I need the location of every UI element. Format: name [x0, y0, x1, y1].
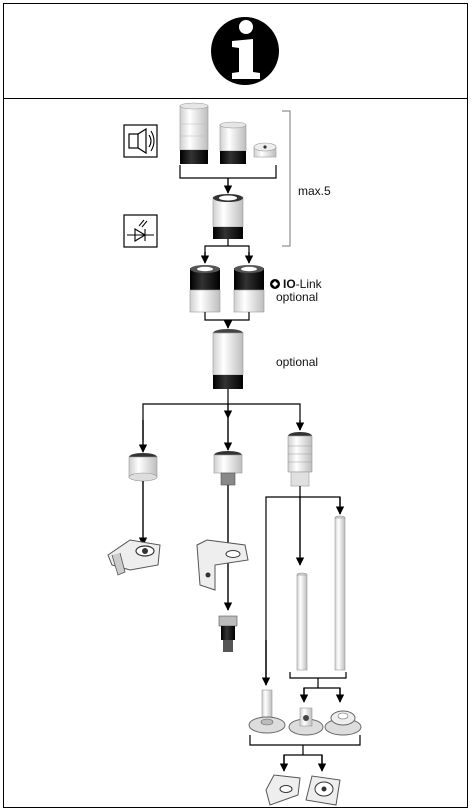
buzzer-cap [253, 142, 277, 158]
wall-mount-plate-bottom-right [305, 775, 341, 806]
tube-floor-base [288, 707, 324, 736]
angle-bracket-middle [196, 539, 249, 591]
tube-adapter [287, 432, 313, 487]
io-link-module-left [189, 265, 221, 313]
short-signal-module [219, 121, 247, 164]
long-pole [334, 515, 346, 671]
short-pole [296, 572, 308, 671]
max-bracket [282, 110, 291, 247]
led-diode-icon [123, 214, 158, 248]
io-link-module-right [233, 265, 265, 313]
extension-tube [212, 329, 244, 389]
angled-wall-bracket-bottom-left [265, 774, 301, 806]
speaker-icon [123, 124, 158, 158]
io-link-prefix: IO [283, 277, 296, 291]
io-link-suffix: -Link [295, 277, 322, 291]
max-stack-label: max.5 [298, 184, 331, 198]
tall-signal-module [179, 102, 209, 164]
io-link-logo-icon [270, 279, 280, 289]
flat-base-adapter [128, 453, 158, 482]
header-divider [3, 98, 468, 99]
io-link-label: IO-Link [283, 277, 322, 291]
io-link-optional-label: optional [276, 290, 319, 304]
cable-gland [218, 615, 238, 652]
info-icon [211, 17, 279, 85]
base-connector-module [212, 194, 244, 239]
extension-optional-label: optional [276, 355, 319, 369]
threaded-adapter [213, 451, 243, 486]
flat-floor-base [324, 710, 362, 736]
pole-floor-base [248, 689, 286, 734]
page-frame [3, 3, 468, 808]
wall-bracket-left [107, 539, 161, 576]
